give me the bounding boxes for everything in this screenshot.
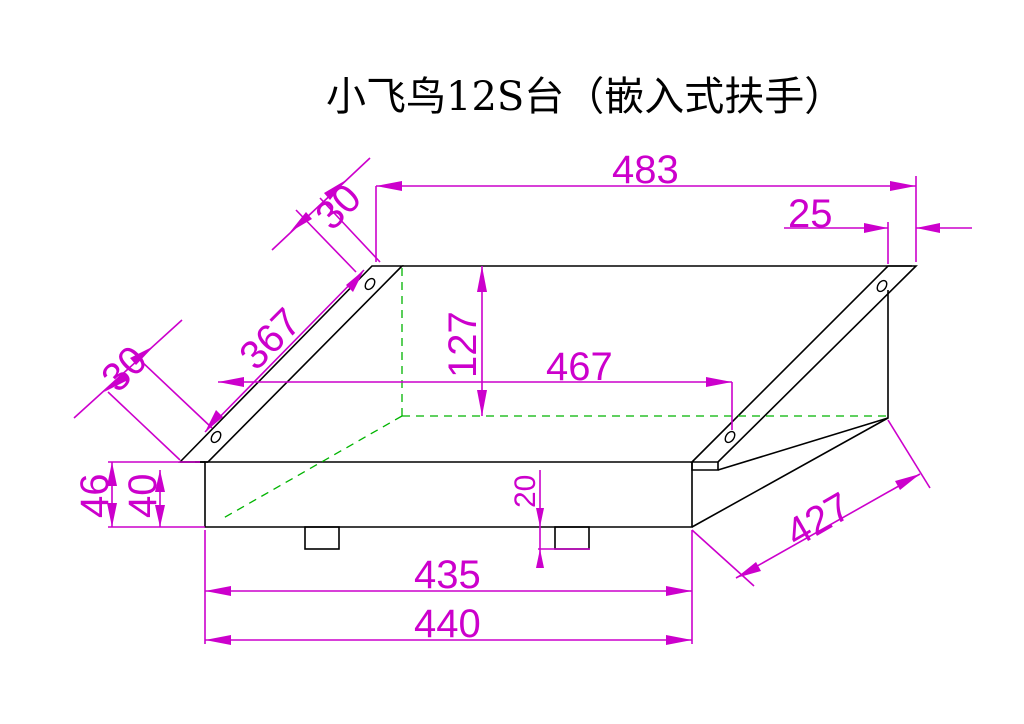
hidden-lines [219,268,888,521]
dim-440: 440 [414,602,481,646]
dim-127: 127 [441,311,485,378]
dim-25: 25 [788,192,833,236]
mounting-hole [724,430,736,444]
dim-467: 467 [546,345,613,389]
dim-40: 40 [121,474,165,519]
dim-435: 435 [414,553,481,597]
dimensions: 483 25 30 367 30 127 [73,148,972,646]
dim-20: 20 [509,475,542,508]
drawing-title: 小飞鸟12S台（嵌入式扶手） [326,74,844,120]
dim-483: 483 [612,148,679,192]
tray-outline [178,265,918,550]
mounting-hole [876,279,888,293]
dim-427: 427 [779,484,859,555]
dim-46: 46 [73,474,117,519]
dim-367: 367 [231,300,309,378]
dim-30-top: 30 [307,176,370,239]
mounting-hole [364,277,376,291]
mounting-hole [210,430,222,444]
